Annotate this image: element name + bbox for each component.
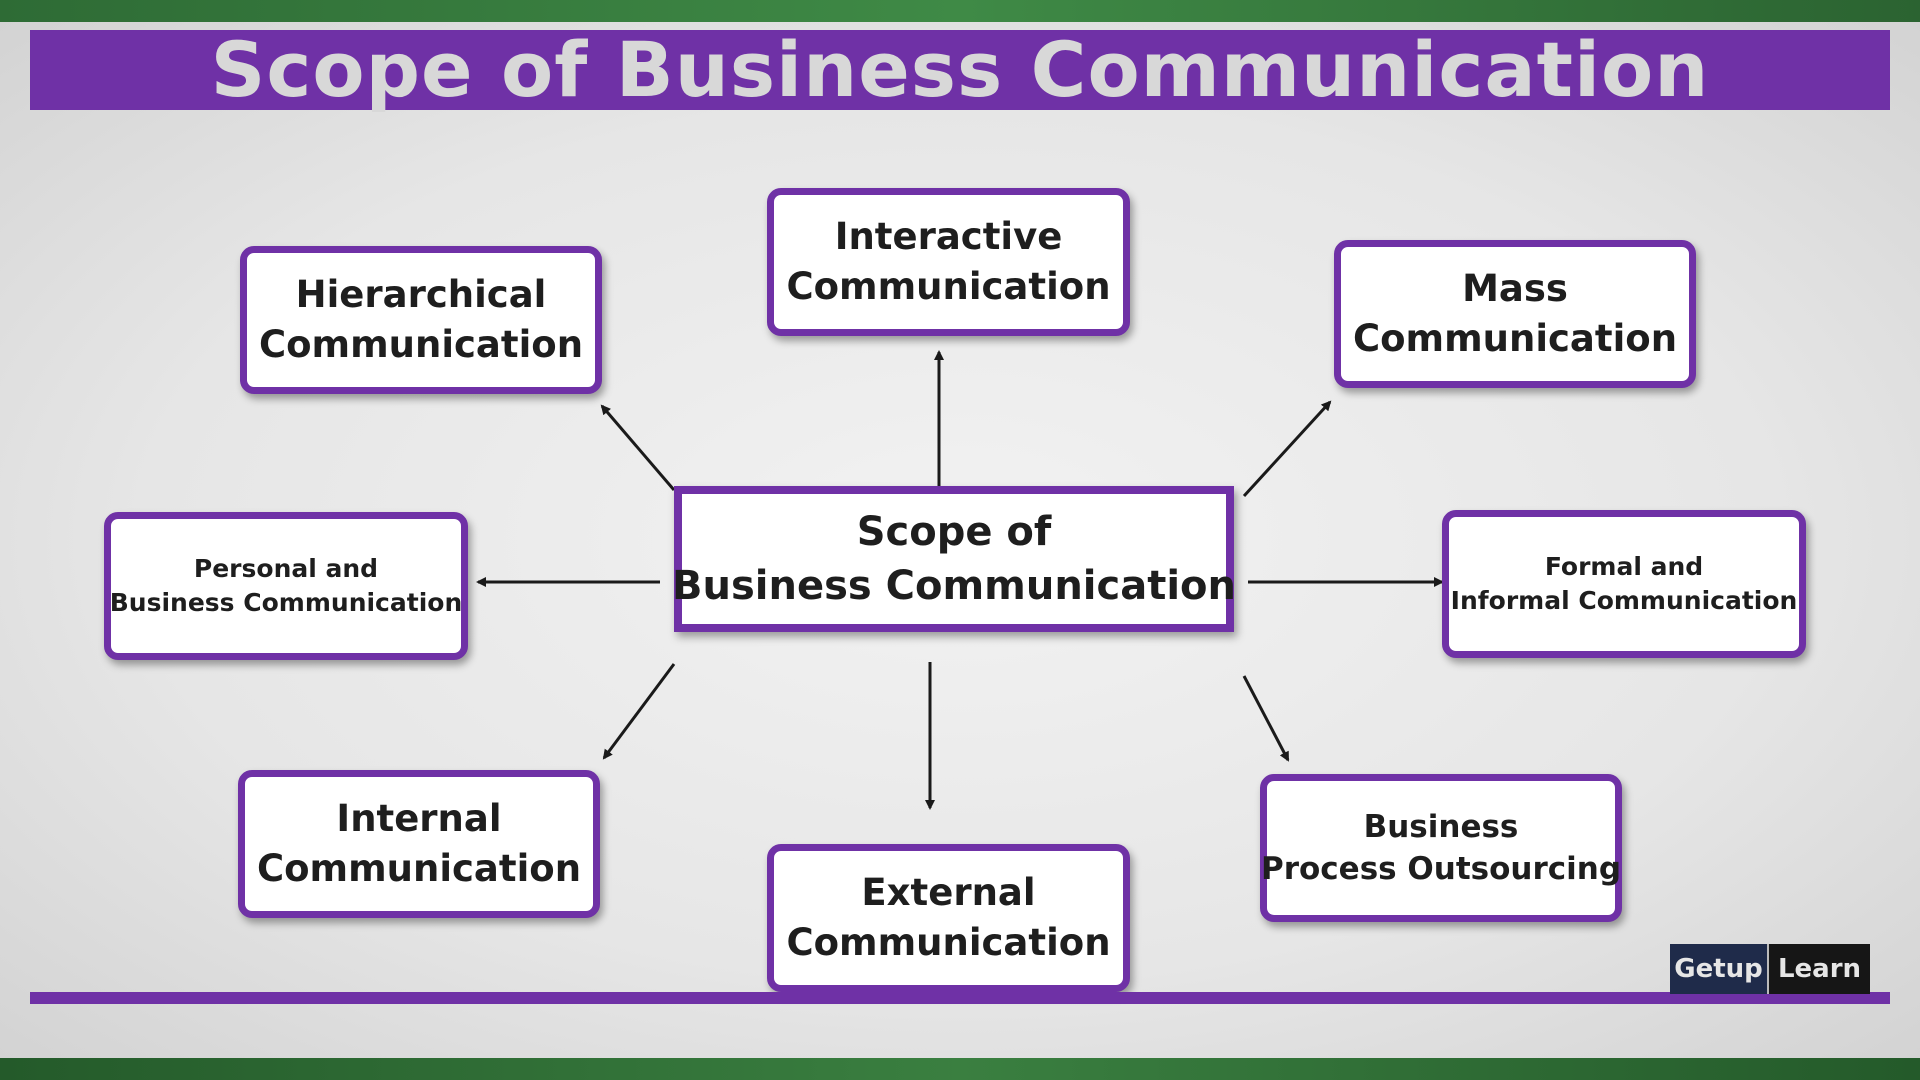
title-bar: Scope of Business Communication [30, 30, 1890, 110]
center-line-1: Scope of [856, 509, 1052, 555]
arrow-to-internal [602, 663, 676, 760]
node-mass-line-2: Communication [1352, 317, 1678, 360]
logo-part-1: Getup [1670, 944, 1768, 994]
node-formal-informal-communication: Formal and Informal Communication [1442, 510, 1806, 658]
node-interactive-communication: Interactive Communication [767, 188, 1130, 336]
getup-learn-logo: Getup Learn [1670, 944, 1870, 994]
bottom-accent-line [30, 992, 1890, 1004]
arrow-to-bpo [1242, 675, 1290, 762]
arrow-to-mass [1242, 400, 1332, 498]
node-personal-line-1: Personal and [193, 554, 379, 583]
node-formal-line-1: Formal and [1544, 552, 1704, 581]
background-top-strip [0, 0, 1920, 22]
node-bpo-line-1: Business [1363, 809, 1519, 845]
node-interactive-line-1: Interactive [834, 215, 1063, 258]
node-external-line-1: External [861, 871, 1036, 914]
node-internal-line-1: Internal [336, 797, 502, 840]
logo-part-2: Learn [1767, 944, 1870, 994]
arrow-to-hierarchical [600, 404, 676, 491]
node-external-line-2: Communication [786, 921, 1111, 964]
node-hierarchical-communication: Hierarchical Communication [240, 246, 602, 394]
node-formal-line-2: Informal Communication [1450, 586, 1798, 615]
node-internal-line-2: Communication [256, 847, 582, 890]
node-bpo-line-2: Process Outsourcing [1261, 851, 1622, 887]
slide-title: Scope of Business Communication [210, 25, 1710, 114]
node-interactive-line-2: Communication [786, 265, 1111, 308]
node-business-process-outsourcing: Business Process Outsourcing [1260, 774, 1622, 922]
node-hierarchical-line-1: Hierarchical [295, 273, 547, 316]
background-bottom-strip [0, 1058, 1920, 1080]
node-personal-line-2: Business Communication [109, 588, 463, 617]
center-line-2: Business Communication [672, 563, 1236, 609]
node-external-communication: External Communication [767, 844, 1130, 992]
node-hierarchical-line-2: Communication [258, 323, 584, 366]
node-mass-line-1: Mass [1462, 267, 1568, 310]
node-personal-business-communication: Personal and Business Communication [104, 512, 468, 660]
center-node-scope: Scope of Business Communication [672, 486, 1236, 632]
node-internal-communication: Internal Communication [238, 770, 600, 918]
node-mass-communication: Mass Communication [1334, 240, 1696, 388]
